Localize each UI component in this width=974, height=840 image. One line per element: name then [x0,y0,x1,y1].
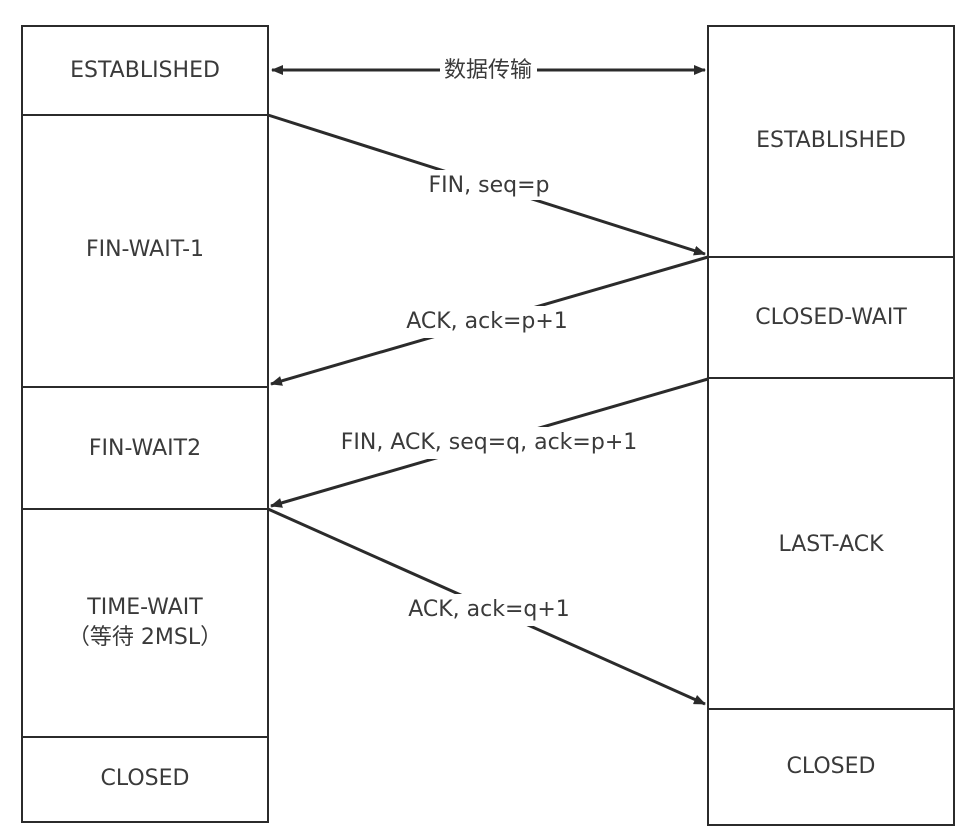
ack1-label: ACK, ack=p+1 [406,309,568,334]
server-state-established-label: ESTABLISHED [756,128,906,153]
server-state-closed-box [707,708,955,826]
server-state-established-box [707,25,955,258]
client-column: ESTABLISHED FIN-WAIT-1 FIN-WAIT2 TIME-WA… [21,25,269,823]
client-state-time-wait-box [21,508,269,738]
fin-ack-label-bg [330,427,648,459]
client-state-fin-wait-2-box [21,386,269,510]
server-state-last-ack-label: LAST-ACK [778,532,884,557]
data-transfer-label-bg [440,56,537,84]
fin-label-bg [420,170,558,200]
fin-label: FIN, seq=p [429,173,550,198]
server-state-closed-label: CLOSED [787,754,876,779]
ack2-label-bg [398,594,580,626]
client-state-established-label: ESTABLISHED [70,58,220,83]
ack2-label: ACK, ack=q+1 [408,597,570,622]
client-state-fin-wait-1-label: FIN-WAIT-1 [86,237,204,262]
client-state-closed-label: CLOSED [101,766,190,791]
server-state-closed-wait-box [707,256,955,379]
client-state-fin-wait-1-box [21,114,269,388]
messages: 数据传输 FIN, seq=p ACK, ack=p+1 FIN, ACK, s… [267,56,709,706]
data-transfer-label: 数据传输 [444,58,532,83]
client-state-fin-wait-2-label: FIN-WAIT2 [89,436,201,461]
client-state-closed-box [21,736,269,823]
ack1-label-bg [398,306,576,338]
server-state-closed-wait-label: CLOSED-WAIT [755,305,907,330]
client-state-time-wait-sublabel: （等待 2MSL） [68,625,222,650]
server-column: ESTABLISHED CLOSED-WAIT LAST-ACK CLOSED [707,25,955,826]
client-state-time-wait-label: TIME-WAIT [86,595,203,620]
client-state-established-box [21,25,269,116]
fin-ack-label: FIN, ACK, seq=q, ack=p+1 [341,430,638,455]
